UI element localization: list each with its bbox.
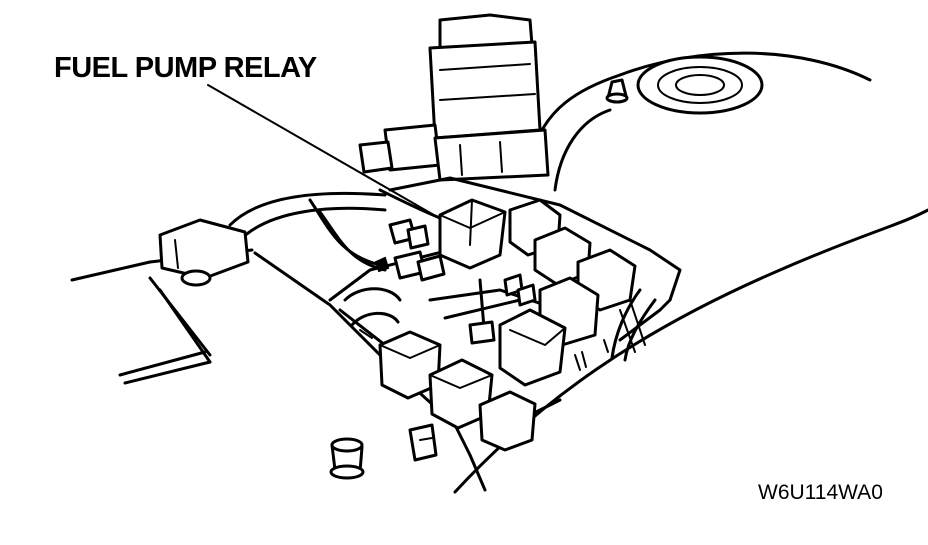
motor-assembly xyxy=(358,13,550,182)
callout-label: FUEL PUMP RELAY xyxy=(54,52,317,84)
mounting-stud xyxy=(329,437,365,480)
harness-connector xyxy=(158,218,250,287)
reservoir-cap xyxy=(605,55,764,115)
small-connectors xyxy=(374,218,446,282)
hose-clamp xyxy=(574,288,657,371)
lower-fuse-blocks xyxy=(378,330,537,462)
wire-loop xyxy=(343,287,402,339)
figure-code: W6U114WA0 xyxy=(758,481,883,504)
relay-cluster xyxy=(498,198,637,387)
leader-line xyxy=(207,84,447,223)
fuel-pump-relay xyxy=(438,198,507,270)
